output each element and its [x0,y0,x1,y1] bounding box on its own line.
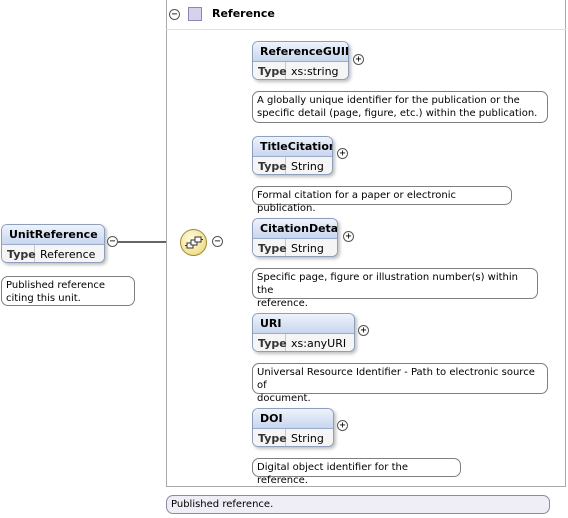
element-titlecitation[interactable]: TitleCitation Type String [252,136,333,175]
element-unitreference[interactable]: UnitReference Type Reference [1,224,105,263]
doc-line: Specific page, figure or illustration nu… [257,272,518,296]
type-value: String [291,432,324,445]
doi-documentation: Digital object identifier for the refere… [252,458,461,486]
element-name: CitationDetail [253,219,337,239]
root-documentation: Published reference citing this unit. [1,276,135,306]
type-label: Type [253,334,287,351]
reference-type-container [166,0,566,487]
doc-line: reference. [257,298,308,309]
element-name: ReferenceGUID [253,42,348,62]
citationdetail-documentation: Specific page, figure or illustration nu… [252,268,538,309]
plus-circle-icon[interactable]: + [343,231,354,242]
doc-line: Formal citation for a paper or electroni… [257,190,456,214]
plus-circle-icon[interactable]: + [358,325,369,336]
element-citationdetail[interactable]: CitationDetail Type String [252,218,338,257]
doc-line: Digital object identifier for the refere… [257,462,409,486]
container-divider [166,29,566,30]
type-label: Type [253,429,287,446]
minus-circle-icon[interactable]: − [212,236,223,247]
doc-line: A globally unique identifier for the pub… [257,95,520,106]
doc-line: Published reference. [171,499,274,510]
type-label: Type [253,157,287,174]
doc-line: Published reference [6,280,106,291]
plus-circle-icon[interactable]: + [337,148,348,159]
doc-line: document. [257,393,311,404]
complex-type-icon [188,7,202,21]
element-name: TitleCitation [253,137,332,157]
plus-circle-icon[interactable]: + [353,54,364,65]
type-value: String [291,242,324,255]
element-name: URI [253,314,354,334]
minus-circle-icon[interactable]: − [107,236,118,247]
doc-line: specific detail (page, figure, etc.) wit… [257,108,538,119]
type-value: Reference [40,248,96,261]
element-name: UnitReference [2,225,104,245]
sequence-compositor-icon[interactable] [180,229,207,256]
doc-line: Universal Resource Identifier - Path to … [257,367,535,391]
type-value: String [291,160,324,173]
element-name: DOI [253,409,333,429]
reference-type-documentation: Published reference. [166,495,550,514]
plus-circle-icon[interactable]: + [337,420,348,431]
element-uri[interactable]: URI Type xs:anyURI [252,313,355,352]
referenceguid-documentation: A globally unique identifier for the pub… [252,91,548,123]
minus-circle-icon[interactable]: − [169,9,180,20]
type-value: xs:anyURI [291,337,347,350]
element-doi[interactable]: DOI Type String [252,408,334,447]
type-label: Type [253,239,287,256]
titlecitation-documentation: Formal citation for a paper or electroni… [252,186,512,214]
type-label: Type [2,245,36,262]
doc-line: citing this unit. [6,293,81,304]
type-label: Type [253,62,287,79]
uri-documentation: Universal Resource Identifier - Path to … [252,363,548,404]
container-title: Reference [212,7,275,20]
type-value: xs:string [291,65,339,78]
element-referenceguid[interactable]: ReferenceGUID Type xs:string [252,41,349,80]
